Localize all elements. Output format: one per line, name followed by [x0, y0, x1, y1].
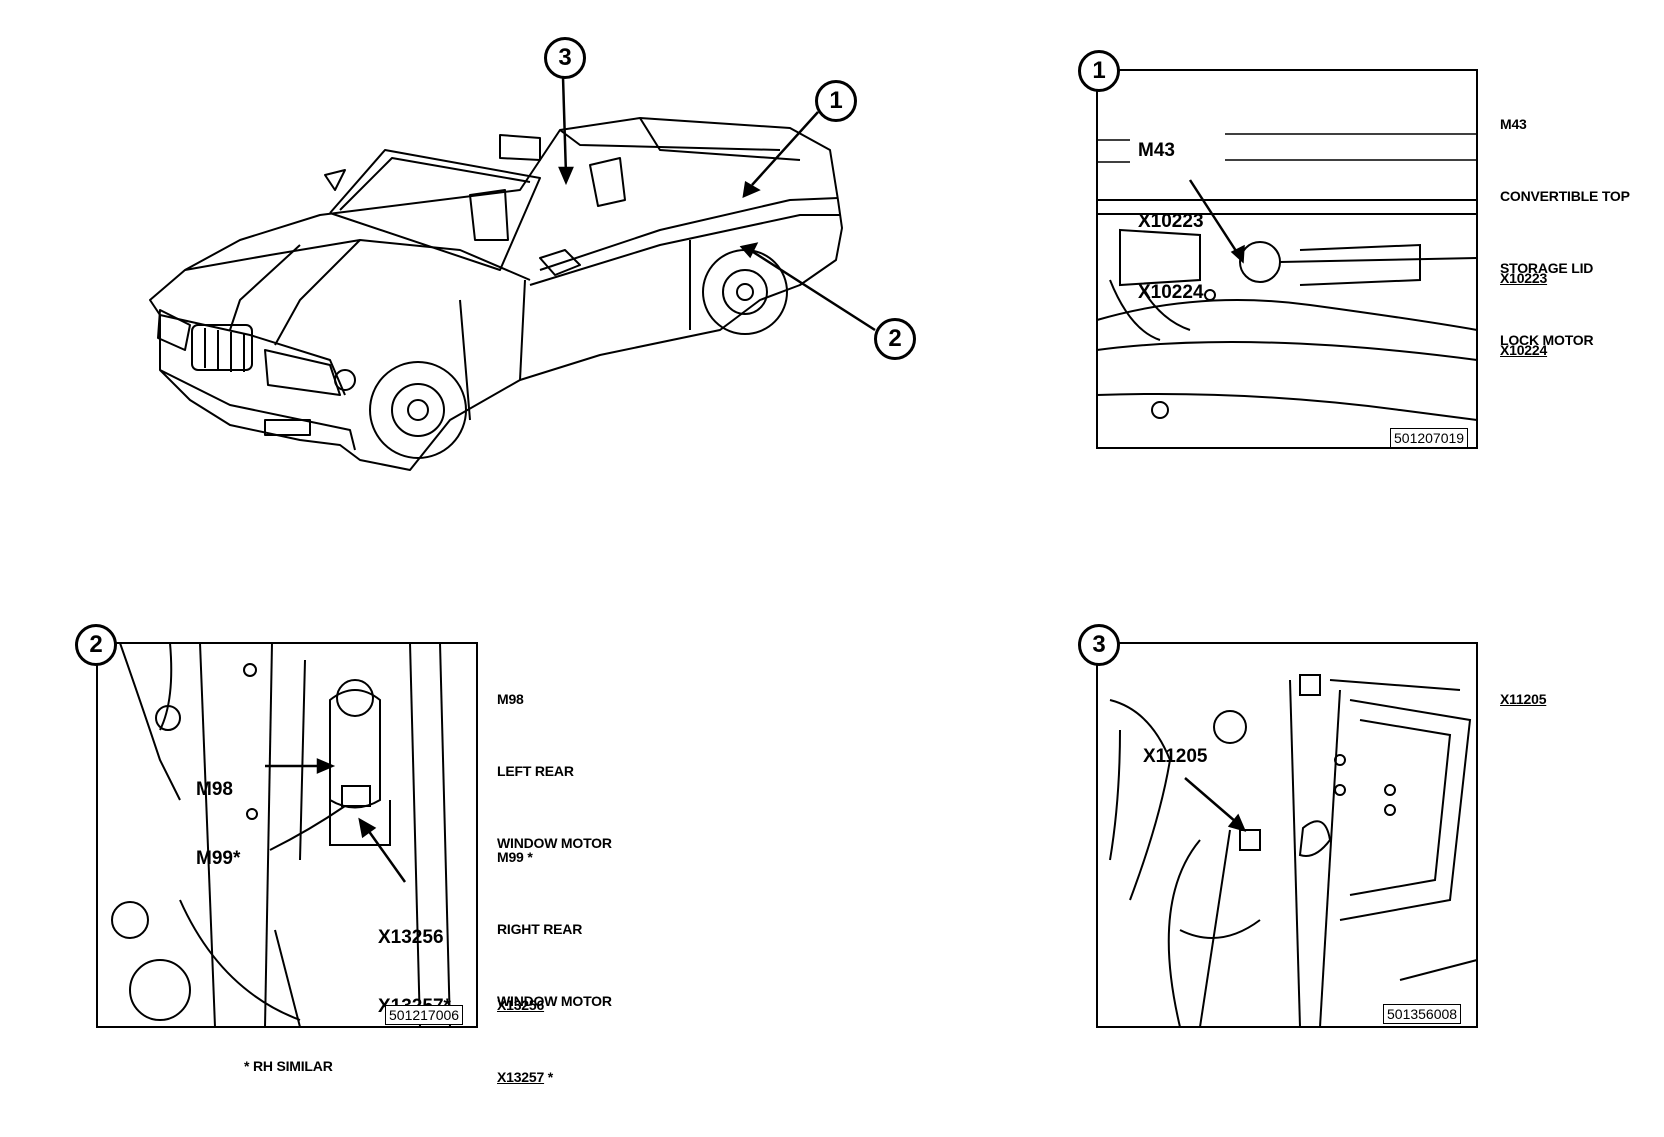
panel2-caption-line: WINDOW MOTOR	[497, 835, 612, 851]
panel2-motor-labels: M98 M99*	[196, 732, 240, 916]
panel1-label-x10224: X10224	[1138, 282, 1204, 303]
panel3-illustration	[1096, 642, 1478, 1028]
panel3-connector: X11205	[1500, 691, 1547, 707]
panel2-connector: X13256	[497, 997, 545, 1013]
panel2-illustration	[96, 642, 478, 1028]
panel1-caption-id: M43	[1500, 116, 1527, 132]
panel2-caption-line: LEFT REAR	[497, 763, 574, 779]
panel2-caption-right: M99 * RIGHT REAR WINDOW MOTOR	[497, 797, 612, 1061]
panel1-figure-code: 501207019	[1390, 428, 1469, 448]
panel2-caption-id: M99 *	[497, 849, 533, 865]
panel2-figure-code: 501217006	[385, 1005, 464, 1025]
footnote: * RH SIMILAR	[244, 1058, 333, 1074]
panel2-leader-lines	[80, 642, 407, 883]
panel2-connector-suffix: *	[544, 1069, 554, 1085]
panel1-connector: X10224	[1500, 342, 1548, 358]
panel1-leader-lines	[1080, 69, 1477, 264]
panel1-badge: 1	[1078, 50, 1120, 92]
panel2-caption-id: M98	[497, 691, 524, 707]
panel3-badge: 3	[1078, 624, 1120, 666]
panel2-connector: X13257	[497, 1069, 545, 1085]
car-illustration	[149, 117, 843, 471]
panel1-caption-line: CONVERTIBLE TOP	[1500, 188, 1630, 204]
panel1-caption: M43 CONVERTIBLE TOP STORAGE LID LOCK MOT…	[1500, 64, 1630, 400]
callout-leaders	[558, 76, 876, 332]
panel3-label-x11205: X11205	[1143, 746, 1208, 767]
panel1-illustration	[1096, 69, 1478, 449]
panel2-caption-line: RIGHT REAR	[497, 921, 583, 937]
panel2-label-x13256: X13256	[378, 927, 444, 948]
panel1-caption-line: STORAGE LID	[1500, 260, 1594, 276]
panel2-connector-labels: X13256 X13257*	[378, 880, 451, 1064]
panel2-connector-row: X13257 *	[497, 1065, 553, 1089]
panel1-label-m43: M43	[1138, 140, 1175, 161]
panel2-connectors: X13256 X13257 *	[497, 945, 553, 1137]
panel3-figure-code: 501356008	[1383, 1004, 1462, 1024]
wiring-location-diagram	[80, 69, 1478, 1028]
panel1-connector: X10223	[1500, 270, 1548, 286]
panel1-caption-line: LOCK MOTOR	[1500, 332, 1594, 348]
panel2-badge: 2	[75, 624, 117, 666]
callout-2-badge: 2	[874, 318, 916, 360]
panel2-label-m98: M98	[196, 779, 233, 800]
callout-3-badge: 3	[544, 37, 586, 79]
callout-1-badge: 1	[815, 80, 857, 122]
panel3-caption: X11205	[1500, 639, 1546, 759]
panel1-image-labels: M43 X10223 X10224	[1138, 93, 1204, 350]
panel2-caption-left: M98 LEFT REAR WINDOW MOTOR	[497, 639, 612, 903]
panel2-label-m99: M99*	[196, 848, 241, 869]
panel1-label-x10223: X10223	[1138, 211, 1204, 232]
panel2-caption-line: WINDOW MOTOR	[497, 993, 612, 1009]
panel1-connectors: X10223 X10224	[1500, 218, 1547, 410]
